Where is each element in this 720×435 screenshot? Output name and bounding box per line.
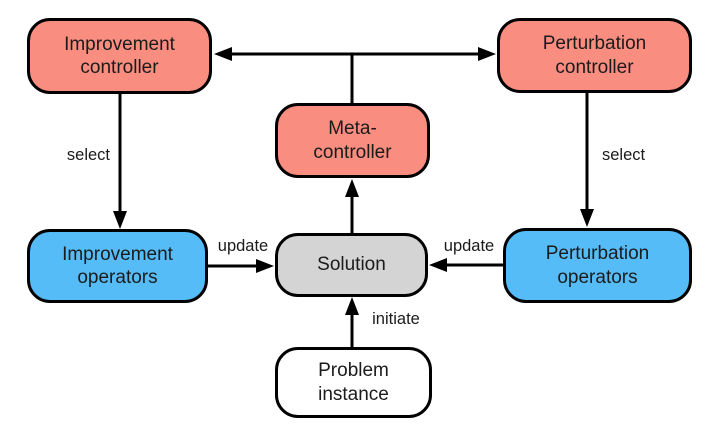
- update-right-arrow: [429, 258, 503, 272]
- node-meta-controller-label: Meta- controller: [313, 118, 392, 163]
- node-solution-label: Solution: [317, 254, 386, 276]
- initiate-arrow: [345, 297, 359, 347]
- select-left-arrow: [113, 93, 127, 229]
- node-solution: Solution: [275, 233, 428, 297]
- node-improvement-operators-label: Improvement operators: [62, 243, 173, 288]
- solution-to-meta-arrow: [345, 179, 359, 233]
- node-improvement-controller: Improvement controller: [27, 18, 212, 94]
- edge-label-update-left: update: [217, 237, 269, 255]
- edge-label-initiate: initiate: [372, 310, 420, 328]
- node-meta-controller: Meta- controller: [275, 103, 430, 178]
- edge-label-select-right: select: [602, 146, 646, 164]
- node-perturbation-operators: Perturbation operators: [503, 228, 692, 303]
- node-problem-instance-label: Problem instance: [318, 360, 389, 405]
- node-improvement-operators: Improvement operators: [27, 229, 208, 303]
- node-perturbation-controller: Perturbation controller: [497, 18, 692, 93]
- edge-label-update-right: update: [443, 237, 495, 255]
- update-left-arrow: [208, 259, 274, 273]
- controllers-double-arrow: [214, 47, 496, 61]
- edge-label-select-left: select: [66, 146, 110, 164]
- select-right-arrow: [580, 92, 594, 227]
- node-perturbation-controller-label: Perturbation controller: [542, 33, 647, 78]
- node-perturbation-operators-label: Perturbation operators: [545, 243, 650, 288]
- node-improvement-controller-label: Improvement controller: [64, 33, 175, 78]
- node-problem-instance: Problem instance: [275, 347, 432, 418]
